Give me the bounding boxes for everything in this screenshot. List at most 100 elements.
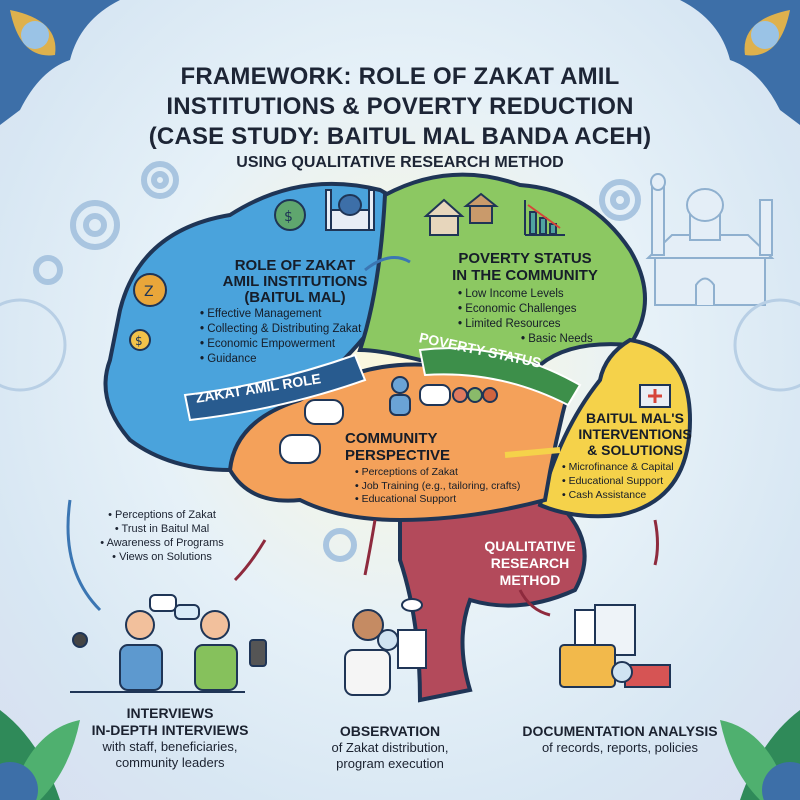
list-item: Economic Challenges xyxy=(458,302,593,317)
title-line: INTERVENTIONS xyxy=(578,426,692,442)
mosque-icon xyxy=(645,173,775,306)
people-icon xyxy=(389,376,498,416)
list-item: Cash Assistance xyxy=(562,488,674,502)
method-observation: OBSERVATION of Zakat distribution, progr… xyxy=(300,723,480,772)
title-line: AMIL INSTITUTIONS xyxy=(222,273,368,290)
page-title: FRAMEWORK: ROLE OF ZAKAT AMIL INSTITUTIO… xyxy=(0,62,800,152)
zakat-role-bullets: Effective Management Collecting & Distri… xyxy=(200,307,361,367)
list-item: Microfinance & Capital xyxy=(562,460,674,474)
title-line: METHOD xyxy=(499,572,561,588)
title-line: RESEARCH xyxy=(490,555,570,571)
magnifier-icon xyxy=(611,661,633,683)
arrow-icon xyxy=(66,499,102,612)
corner-ornament-icon xyxy=(680,0,800,125)
title-line: FRAMEWORK: ROLE OF ZAKAT AMIL xyxy=(180,63,620,90)
title-line: POVERTY STATUS xyxy=(458,250,592,267)
side-note: • Trust in Baitul Mal xyxy=(114,523,210,535)
money-bag-icon: $ xyxy=(274,199,306,231)
zakat-role-title: ROLE OF ZAKAT AMIL INSTITUTIONS (BAITUL … xyxy=(195,258,395,306)
list-item: Educational Support xyxy=(355,493,520,507)
speech-bubble-icon xyxy=(279,384,451,464)
title-line: (CASE STUDY: BAITUL MAL BANDA ACEH) xyxy=(148,123,652,150)
leaf-icon xyxy=(720,710,800,800)
microphone-icon xyxy=(72,632,88,648)
magnifier-icon xyxy=(377,629,399,651)
title-line: PERSPECTIVE xyxy=(345,447,451,464)
arrow-icon xyxy=(504,447,561,458)
community-bullets: Perceptions of Zakat Job Training (e.g.,… xyxy=(355,466,521,507)
qualitative-method-title: QUALITATIVE RESEARCH METHOD xyxy=(460,538,600,589)
side-note-text: Trust in Baitul Mal xyxy=(121,523,210,535)
svg-text:$: $ xyxy=(284,209,293,225)
clipboard-icon xyxy=(397,629,427,669)
corner-ornament-icon xyxy=(0,0,120,125)
interventions-title: BAITUL MAL'S INTERVENTIONS & SOLUTIONS xyxy=(565,410,705,458)
title-line: ROLE OF ZAKAT xyxy=(234,257,356,274)
title-line: (BAITUL MAL) xyxy=(244,289,346,306)
arrow-icon xyxy=(363,519,377,576)
list-item: Effective Management xyxy=(200,307,361,322)
poverty-status-ribbon xyxy=(418,347,582,407)
svg-text:$: $ xyxy=(135,334,143,348)
list-item: Basic Needs xyxy=(458,332,593,347)
list-item: Limited Resources xyxy=(458,317,593,332)
side-note: • Views on Solutions xyxy=(112,551,212,563)
title-line: IN THE COMMUNITY xyxy=(452,267,598,284)
list-item: Perceptions of Zakat xyxy=(355,466,520,480)
side-note-text: Awareness of Programs xyxy=(106,537,224,549)
method-heading: DOCUMENTATION ANALYSIS xyxy=(522,723,718,739)
page-subtitle: USING QUALITATIVE RESEARCH METHOD xyxy=(236,154,564,171)
arrow-icon xyxy=(518,589,551,617)
title-line: QUALITATIVE xyxy=(484,538,576,554)
method-description: of Zakat distribution, xyxy=(331,740,449,755)
svg-text:Z: Z xyxy=(144,284,154,300)
voice-recorder-icon xyxy=(249,639,267,667)
side-note-text: Views on Solutions xyxy=(119,551,212,563)
method-heading: OBSERVATION xyxy=(339,723,441,739)
folder-icon xyxy=(559,644,616,688)
poverty-status-title: POVERTY STATUS IN THE COMMUNITY xyxy=(425,250,625,284)
arrow-icon xyxy=(233,539,267,582)
title-line: COMMUNITY xyxy=(345,430,438,447)
method-description: program execution xyxy=(336,756,444,771)
gear-icon xyxy=(33,161,641,562)
side-note: • Perceptions of Zakat xyxy=(108,509,216,521)
interventions-bullets: Microfinance & Capital Educational Suppo… xyxy=(562,460,674,502)
title-line: & SOLUTIONS xyxy=(587,442,683,458)
house-icon xyxy=(423,192,499,236)
method-interviews: INTERVIEWS IN-DEPTH INTERVIEWS with staf… xyxy=(75,705,265,771)
declining-chart-icon xyxy=(524,200,565,236)
hand-coin-icon: $ xyxy=(129,329,151,351)
method-documentation: DOCUMENTATION ANALYSIS of records, repor… xyxy=(500,723,740,756)
list-item: Economic Empowerment xyxy=(200,337,361,352)
title-line: INSTITUTIONS & POVERTY REDUCTION xyxy=(166,93,634,120)
poverty-status-bullets: Low Income Levels Economic Challenges Li… xyxy=(458,287,593,347)
list-item: Low Income Levels xyxy=(458,287,593,302)
list-item: Guidance xyxy=(200,352,361,367)
first-aid-kit-icon xyxy=(639,384,671,408)
mosque-icon xyxy=(325,189,375,231)
method-heading: INTERVIEWS xyxy=(126,705,214,721)
community-title: COMMUNITY PERSPECTIVE xyxy=(345,430,495,464)
title-line: BAITUL MAL'S xyxy=(586,410,684,426)
method-description: of records, reports, policies xyxy=(541,740,699,755)
speech-bubble-icon xyxy=(149,594,177,612)
side-note-text: Perceptions of Zakat xyxy=(115,509,216,521)
money-bag-icon: Z xyxy=(133,273,167,307)
method-description: community leaders xyxy=(115,755,225,770)
arrow-icon xyxy=(653,519,659,566)
leaf-icon xyxy=(0,710,80,800)
side-note: • Awareness of Programs xyxy=(100,537,224,549)
method-description: with staff, beneficiaries, xyxy=(102,739,238,754)
list-item: Educational Support xyxy=(562,474,674,488)
interview-illustration xyxy=(70,594,267,693)
list-item: Job Training (e.g., tailoring, crafts) xyxy=(355,480,521,494)
zakat-amil-ribbon xyxy=(183,353,367,422)
side-notes: • Perceptions of Zakat • Trust in Baitul… xyxy=(82,508,242,564)
eye-icon xyxy=(401,598,423,612)
method-heading: IN-DEPTH INTERVIEWS xyxy=(91,722,249,738)
documentation-illustration xyxy=(559,604,671,688)
list-item: Collecting & Distributing Zakat xyxy=(200,322,361,337)
arrow-icon xyxy=(364,256,411,272)
